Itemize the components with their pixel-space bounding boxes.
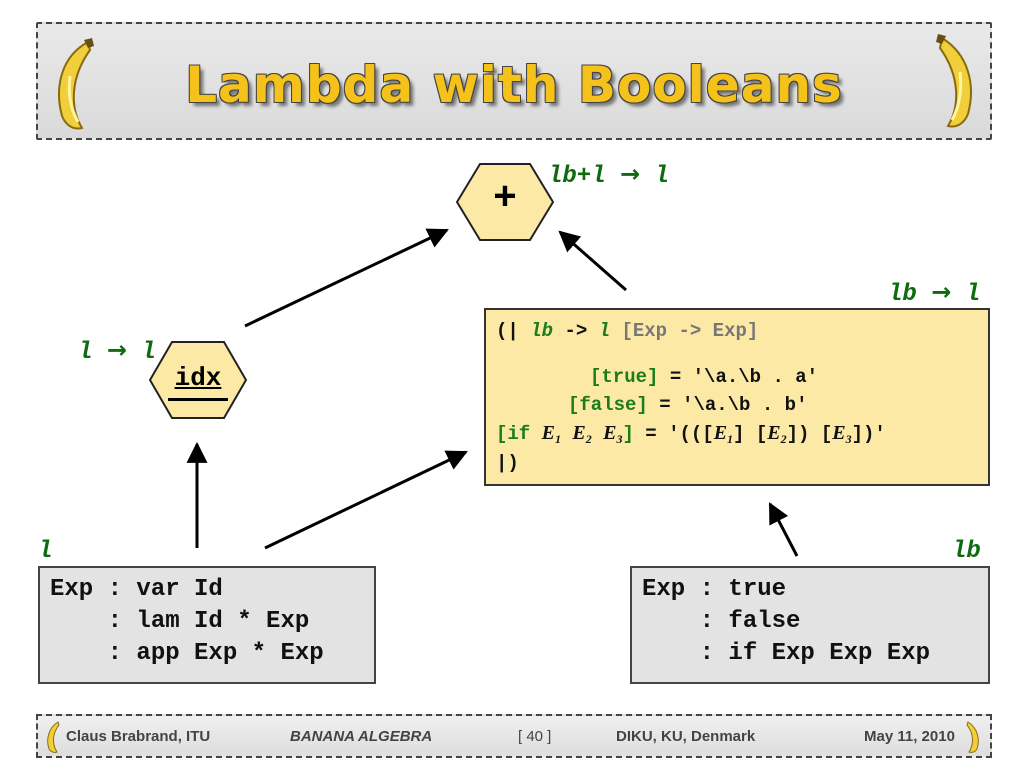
idx-double-underline: [168, 398, 228, 401]
footer-author: Claus Brabrand, ITU: [66, 728, 211, 745]
arrow-transform-to-plus: [558, 230, 627, 292]
banana-small-right-icon: [966, 721, 979, 753]
bool-lang-label: lb: [952, 538, 981, 565]
slide-header: Lambda with Booleans: [36, 22, 992, 140]
rule-false: [false] = '\a.\b . b': [568, 394, 808, 416]
grammar-line: : if Exp Exp Exp: [642, 640, 931, 667]
transform-header-line: (| lb -> l [Exp -> Exp]: [496, 320, 759, 342]
footer-venue: DIKU, KU, Denmark: [616, 728, 756, 745]
grammar-line: Exp : var Id: [50, 576, 223, 603]
lambda-lang-label: l: [38, 538, 53, 565]
plus-node-label: lb+l → l: [548, 160, 669, 190]
footer-date: May 11, 2010: [864, 728, 955, 745]
bool-grammar-box: Exp : true : false : if Exp Exp Exp: [630, 566, 990, 684]
banana-right-icon: [936, 34, 972, 128]
footer-title: BANANA ALGEBRA: [290, 728, 433, 745]
transform-close-line: |): [496, 452, 519, 474]
idx-node-label: l → l: [78, 336, 156, 366]
footer-page-number: [ 40 ]: [518, 728, 552, 745]
arrow-bool-to-transform: [768, 502, 799, 557]
rule-if: [if E1 E2 E3] = '(([E1] [E2]) [E3])': [496, 422, 886, 446]
grammar-line: : false: [642, 608, 801, 635]
plus-symbol: +: [492, 177, 517, 222]
transform-label: lb → l: [888, 278, 981, 308]
banana-left-icon: [58, 38, 94, 130]
plus-hexagon: [455, 163, 555, 241]
grammar-line: : app Exp * Exp: [50, 640, 324, 667]
slide-footer: Claus Brabrand, ITU BANANA ALGEBRA [ 40 …: [36, 714, 992, 758]
arrow-idx-to-plus: [244, 228, 449, 328]
slide-title: Lambda with Booleans: [185, 56, 843, 114]
lambda-grammar-box: Exp : var Id : lam Id * Exp : app Exp * …: [38, 566, 376, 684]
transformation-box: (| lb -> l [Exp -> Exp] [true] = '\a.\b …: [484, 308, 990, 486]
grammar-line: Exp : true: [642, 576, 787, 603]
rule-true: [true] = '\a.\b . a': [590, 366, 819, 388]
arrow-lambda-to-transform: [264, 450, 468, 550]
grammar-line: : lam Id * Exp: [50, 608, 310, 635]
banana-small-left-icon: [47, 721, 60, 753]
idx-symbol: idx: [174, 363, 222, 393]
